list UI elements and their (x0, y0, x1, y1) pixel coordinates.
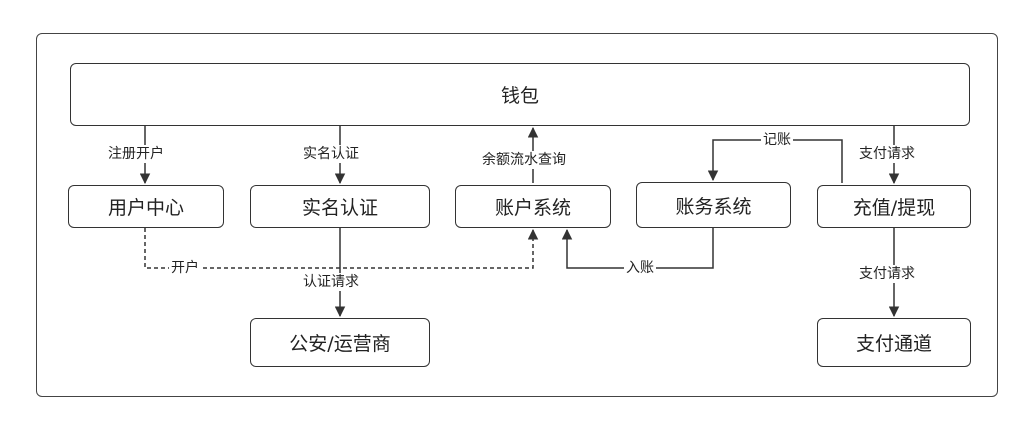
edge-label-post-entry: 入账 (624, 259, 656, 277)
node-police-operator-label: 公安/运营商 (289, 333, 391, 355)
node-police-operator: 公安/运营商 (250, 318, 430, 367)
edge-label-pay-request-bottom: 支付请求 (857, 265, 917, 283)
node-finance-system: 账务系统 (636, 182, 791, 228)
node-recharge-withdraw: 充值/提现 (817, 185, 971, 228)
node-realname-auth: 实名认证 (250, 185, 430, 228)
node-wallet: 钱包 (70, 63, 970, 126)
node-wallet-label: 钱包 (500, 85, 539, 107)
node-pay-channel: 支付通道 (817, 318, 971, 367)
node-user-center: 用户中心 (68, 185, 224, 228)
node-pay-channel-label: 支付通道 (855, 333, 932, 355)
node-recharge-withdraw-label: 充值/提现 (852, 197, 936, 219)
node-user-center-label: 用户中心 (107, 197, 184, 219)
edge-label-open-account: 开户 (169, 259, 201, 277)
edge-label-auth-request: 认证请求 (301, 273, 361, 291)
edge-label-register-open: 注册开户 (106, 145, 166, 163)
node-account-system: 账户系统 (455, 185, 611, 228)
edge-label-balance-query: 余额流水查询 (480, 151, 568, 169)
diagram-frame (36, 33, 998, 397)
node-finance-system-label: 账务系统 (675, 195, 752, 218)
edge-open-account (144, 228, 539, 269)
edge-label-pay-request-top: 支付请求 (857, 145, 917, 163)
node-realname-auth-label: 实名认证 (301, 197, 378, 219)
edge-label-bookkeeping: 记账 (761, 131, 793, 149)
node-account-system-label: 账户系统 (494, 197, 571, 219)
edge-label-realname-auth: 实名认证 (301, 145, 361, 163)
